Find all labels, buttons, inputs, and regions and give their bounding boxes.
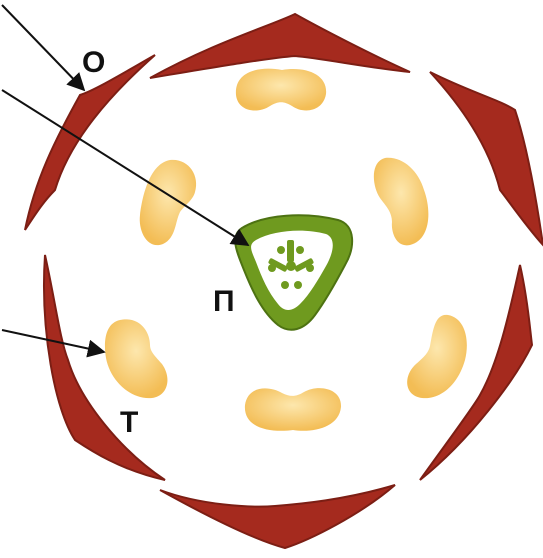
- pistil: [235, 215, 352, 329]
- stamen-top: [236, 69, 326, 111]
- label-perianth: О: [82, 46, 105, 79]
- label-stamen: Т: [120, 406, 138, 439]
- tepal-top: [150, 14, 410, 78]
- stamen-bottom: [245, 388, 341, 431]
- stamen-lower-right: [407, 315, 467, 398]
- arrow-to-pistil: [2, 90, 248, 245]
- label-pistil: П: [213, 285, 235, 318]
- arrow-to-perianth: [2, 5, 84, 90]
- stamen-lower-left: [105, 319, 168, 398]
- tepal-upper-left: [25, 55, 155, 230]
- stamen-upper-left: [140, 160, 196, 245]
- tepal-bottom: [160, 485, 395, 548]
- stamen-upper-right: [374, 158, 429, 246]
- tepal-upper-right: [430, 72, 543, 245]
